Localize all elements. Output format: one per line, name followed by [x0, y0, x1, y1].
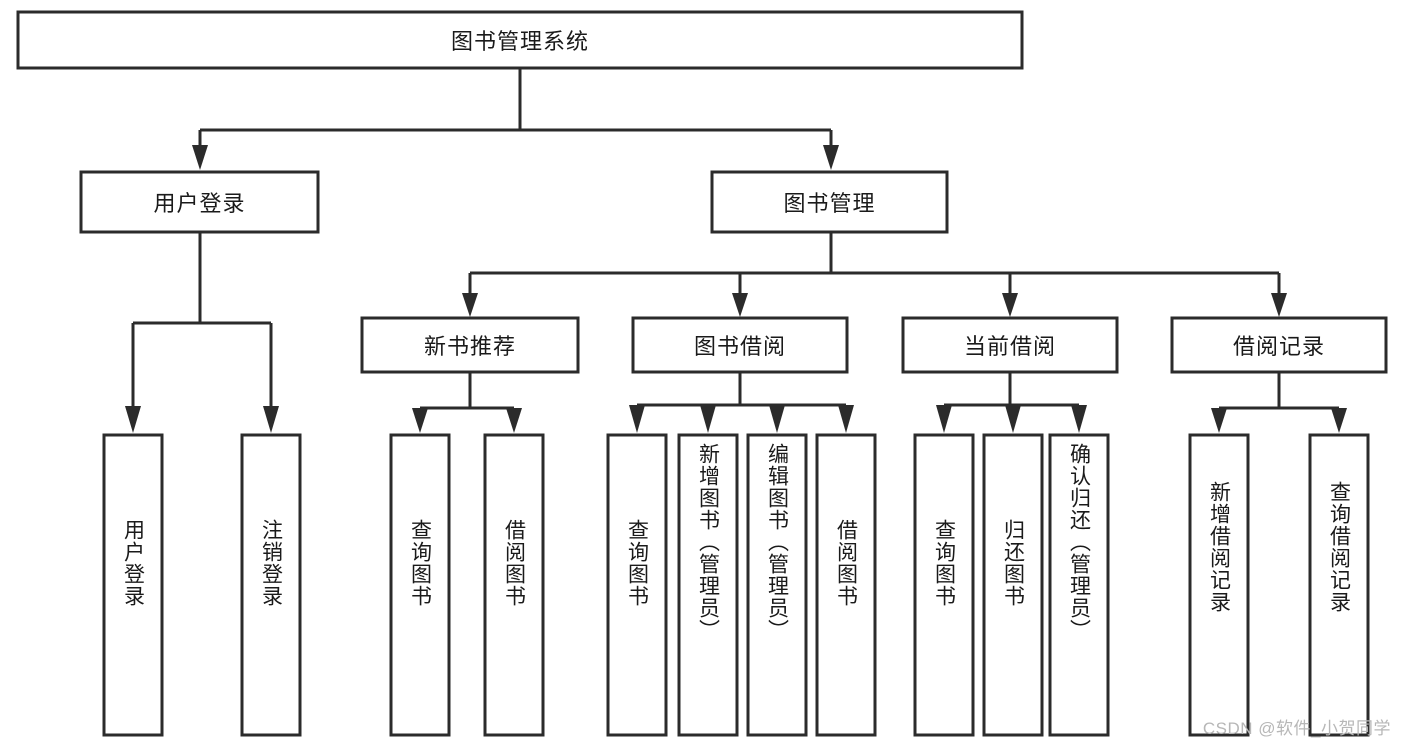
arrow-borrow-leaf-3 [769, 405, 785, 433]
arrow-borrow-leaf-4 [838, 405, 854, 433]
leaf-node[interactable] [606, 433, 668, 737]
arrow-borrow-leaf-2 [700, 405, 716, 433]
arrow-bookmanage-child-4 [1271, 293, 1287, 317]
arrow-root-to-book-manage [823, 145, 839, 170]
arrow-current-leaf-3 [1071, 405, 1087, 433]
leaf-node[interactable] [389, 433, 451, 737]
leaf-node[interactable] [483, 433, 545, 737]
leaf-node[interactable] [1308, 433, 1370, 737]
arrow-newbook-leaf-2 [506, 408, 522, 433]
arrow-borrow-leaf-1 [629, 405, 645, 433]
leaf-node[interactable] [240, 433, 302, 737]
leaf-node[interactable] [1188, 433, 1250, 737]
arrow-userlogin-child-2 [263, 406, 279, 433]
node-new-book-recommend[interactable] [360, 316, 580, 374]
arrow-root-to-user-login [192, 145, 208, 170]
node-root[interactable] [16, 10, 1024, 70]
arrow-newbook-leaf-1 [412, 408, 428, 433]
leaf-node[interactable] [913, 433, 975, 737]
leaf-node[interactable] [815, 433, 877, 737]
node-book-management[interactable] [710, 170, 949, 234]
arrow-current-leaf-2 [1005, 405, 1021, 433]
node-book-borrow[interactable] [631, 316, 849, 374]
arrow-bookmanage-child-3 [1002, 293, 1018, 317]
arrow-record-leaf-2 [1331, 408, 1347, 433]
leaf-node[interactable] [746, 433, 808, 737]
arrow-bookmanage-child-2 [732, 293, 748, 317]
arrow-userlogin-child-1 [125, 406, 141, 433]
node-current-borrow[interactable] [901, 316, 1119, 374]
arrow-current-leaf-1 [936, 405, 952, 433]
leaf-node[interactable] [677, 433, 739, 737]
nodes-layer [16, 10, 1388, 737]
arrow-record-leaf-1 [1211, 408, 1227, 433]
leaf-node[interactable] [1048, 433, 1110, 737]
edges-layer [125, 68, 1347, 433]
node-borrow-record[interactable] [1170, 316, 1388, 374]
arrow-bookmanage-child-1 [462, 293, 478, 317]
leaf-node[interactable] [102, 433, 164, 737]
leaf-node[interactable] [982, 433, 1044, 737]
node-user-login[interactable] [79, 170, 320, 234]
